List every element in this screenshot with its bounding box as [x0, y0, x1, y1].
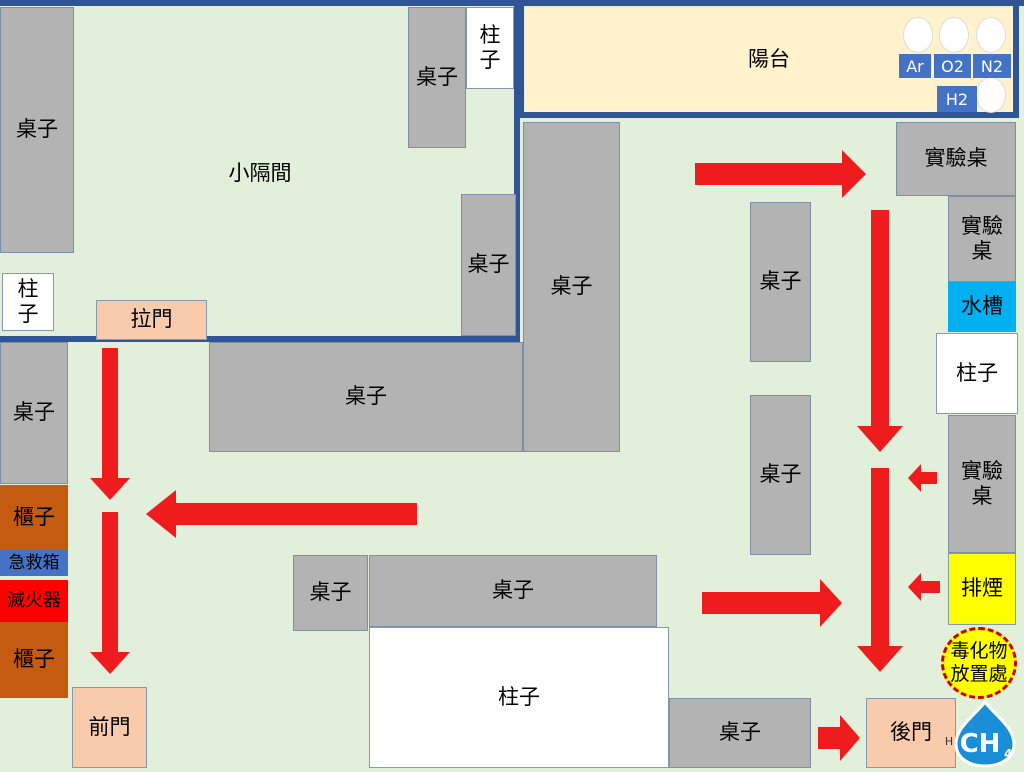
- desk: 桌子: [408, 7, 466, 148]
- toxic-storage-label: 放置處: [950, 663, 1008, 685]
- wall-balcony-bottom: [518, 112, 1018, 118]
- desk-label: 桌子: [550, 274, 593, 299]
- pillar: 柱 子: [466, 7, 514, 89]
- lab-bench-label: 桌: [971, 239, 993, 263]
- desk: 桌子: [209, 342, 523, 452]
- lab-bench-label: 實驗: [961, 458, 1003, 483]
- fire-extinguisher: 滅火器: [0, 580, 68, 622]
- extinguisher-label: 滅火器: [7, 590, 61, 612]
- lab-bench: 實驗 桌: [948, 415, 1016, 553]
- balcony-label: 陽台: [748, 47, 790, 72]
- fume-hood-label: 排煙: [961, 576, 1003, 601]
- cabinet: 櫃子: [0, 622, 68, 698]
- wall-top-left: [0, 0, 522, 6]
- gas-cylinder-circle: [939, 17, 969, 53]
- desk: 桌子: [369, 555, 657, 627]
- cabinet: 櫃子: [0, 485, 68, 550]
- first-aid-kit: 急救箱: [0, 550, 68, 576]
- cabinet-label: 櫃子: [13, 647, 55, 672]
- evacuation-arrow: [908, 464, 937, 492]
- balcony: 陽台: [525, 8, 1013, 112]
- desk-label: 桌子: [759, 462, 802, 487]
- gas-cylinder-circle: [976, 17, 1006, 53]
- sink-label: 水槽: [961, 294, 1003, 319]
- desk-label: 桌子: [759, 269, 802, 294]
- lab-bench: 實驗桌: [896, 122, 1016, 196]
- small-room-label: 小隔間: [200, 158, 320, 190]
- toxic-storage: 毒化物 放置處: [941, 627, 1017, 699]
- pillar-label: 柱子: [956, 360, 998, 385]
- lab-bench-label: 實驗桌: [924, 146, 988, 171]
- pillar-label: 子: [17, 302, 39, 326]
- desk: 桌子: [0, 7, 74, 253]
- pillar-label: 柱子: [498, 684, 540, 709]
- gas-label-n2: N2: [973, 54, 1011, 78]
- evacuation-arrow: [702, 579, 842, 627]
- evacuation-arrow: [908, 573, 940, 601]
- evacuation-arrow: [90, 348, 130, 500]
- evacuation-arrow: [146, 490, 417, 538]
- desk: 桌子: [0, 342, 68, 484]
- pillar: 柱子: [936, 333, 1018, 414]
- gas-label-h2: H2: [937, 86, 977, 112]
- pillar-label: 子: [479, 48, 501, 72]
- evacuation-arrow: [857, 468, 903, 672]
- sliding-door[interactable]: 拉門: [96, 300, 207, 340]
- desk-label: 桌子: [345, 384, 387, 409]
- back-door-label: 後門: [890, 720, 932, 745]
- desk: 桌子: [750, 202, 811, 362]
- desk-label: 桌子: [309, 580, 352, 605]
- sliding-door-label: 拉門: [130, 307, 173, 332]
- wall-balcony-left: [518, 0, 524, 118]
- lab-bench-label: 桌: [971, 484, 993, 508]
- small-room-text: 小隔間: [228, 161, 292, 186]
- pillar-label: 柱: [479, 22, 501, 47]
- wall-small-room-right: [514, 0, 520, 342]
- back-door[interactable]: 後門: [866, 698, 956, 768]
- sink: 水槽: [948, 282, 1016, 332]
- logo-text: CH: [960, 729, 1001, 759]
- gas-cylinder-circle: [903, 17, 933, 53]
- logo-subscript: 4: [1004, 747, 1012, 761]
- evacuation-arrow: [90, 512, 130, 674]
- evacuation-arrow: [695, 150, 866, 198]
- desk: 桌子: [523, 122, 620, 452]
- ch4-logo: CH 4: [950, 698, 1020, 768]
- desk-label: 桌子: [467, 252, 510, 277]
- gas-label-o2: O2: [934, 54, 971, 78]
- gas-label-ar: Ar: [899, 54, 931, 78]
- desk: 桌子: [293, 555, 368, 631]
- wall-small-room-bottom: [0, 336, 520, 342]
- pillar: 柱 子: [2, 273, 54, 331]
- logo-side-letter-text: H: [944, 735, 954, 749]
- desk-label: 桌子: [719, 720, 761, 745]
- lab-bench-label: 實驗: [961, 213, 1003, 238]
- evacuation-arrow: [818, 715, 860, 761]
- desk: 桌子: [461, 194, 516, 336]
- front-door[interactable]: 前門: [72, 687, 147, 768]
- desk: 桌子: [750, 395, 811, 555]
- first-aid-label: 急救箱: [8, 552, 60, 573]
- ch4-logo-graphic: CH 4: [954, 699, 1016, 768]
- desk-label: 桌子: [416, 64, 458, 89]
- logo-side-letter: H: [942, 732, 956, 752]
- toxic-storage-label: 毒化物: [950, 640, 1008, 663]
- pillar-label: 柱: [17, 276, 39, 301]
- lab-bench: 實驗 桌: [948, 196, 1016, 282]
- fume-hood: 排煙: [948, 553, 1016, 625]
- cabinet-label: 櫃子: [13, 504, 55, 529]
- desk-label: 桌子: [492, 578, 534, 603]
- desk-label: 桌子: [16, 117, 58, 142]
- wall-top-right: [517, 0, 1024, 6]
- front-door-label: 前門: [88, 714, 131, 739]
- evacuation-arrow: [857, 210, 903, 452]
- desk-label: 桌子: [13, 400, 55, 425]
- pillar: 柱子: [369, 627, 669, 768]
- wall-balcony-right: [1013, 0, 1019, 118]
